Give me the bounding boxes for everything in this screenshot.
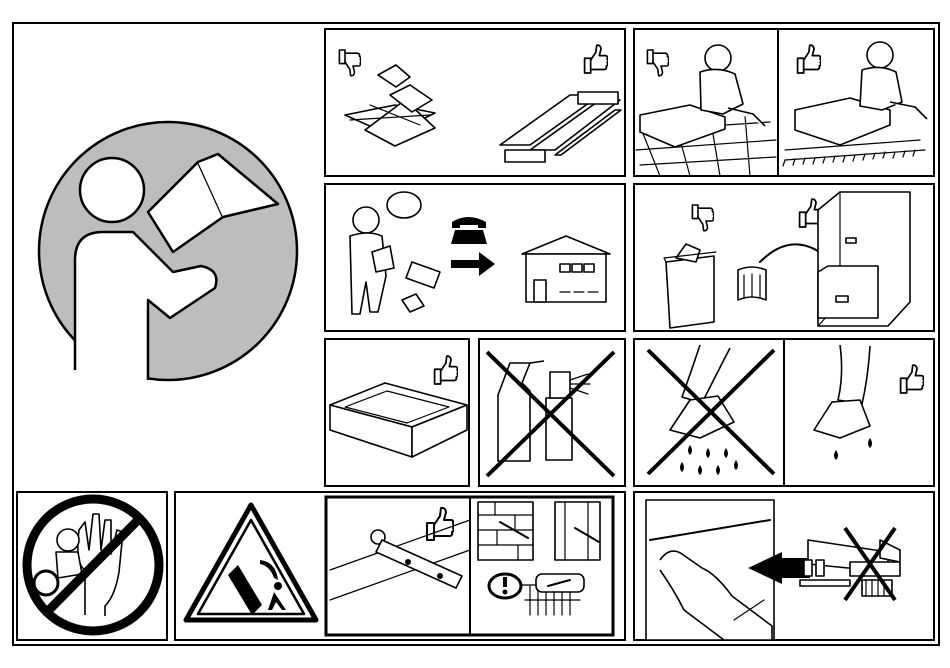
no-children-icon — [27, 499, 159, 631]
hand-opening-box-icon — [646, 500, 810, 640]
worker-on-carpet-icon — [783, 42, 927, 166]
read-manual-panel — [39, 122, 297, 380]
manual-book-icon — [738, 267, 766, 300]
wall-bracket-icon — [330, 508, 470, 600]
thumbs-up-icon — [427, 508, 454, 540]
filing-cabinet-icon — [818, 192, 910, 326]
thumbs-down-icon — [339, 50, 361, 76]
damp-cloth-icon — [814, 345, 872, 460]
worker-thinking-icon — [350, 192, 440, 314]
tip-over-wall-panel — [175, 492, 625, 640]
floor-assembly-panel — [634, 29, 934, 176]
torn-cardboard-icon — [345, 65, 435, 146]
tip-over-warning-icon — [186, 505, 316, 620]
thumbs-up-icon — [585, 45, 608, 73]
attention-icon — [489, 574, 521, 598]
tray-panel — [325, 339, 469, 486]
thumbs-up-icon — [901, 365, 924, 393]
wet-cloth-crossed-icon — [648, 345, 774, 475]
arrow-right-icon — [451, 252, 495, 276]
store-building-icon — [522, 236, 610, 302]
thumbs-down-icon — [692, 205, 714, 231]
spray-bottle-crossed-icon — [487, 352, 614, 476]
telephone-icon — [451, 217, 487, 244]
unpacking-panel — [325, 29, 625, 176]
thumbs-down-icon — [647, 50, 669, 76]
wiping-panel — [634, 339, 934, 486]
children-panel — [17, 492, 167, 640]
missing-parts-panel — [325, 184, 625, 331]
stacked-boards-icon — [500, 92, 621, 162]
worker-on-tiles-icon — [636, 45, 776, 176]
wall-types-icon — [478, 502, 600, 615]
thumbs-up-icon — [435, 356, 458, 384]
thumbs-up-icon — [798, 45, 821, 73]
cutting-panel — [634, 492, 934, 640]
keep-manual-panel — [634, 184, 934, 331]
tray-icon — [330, 383, 467, 457]
cleaning-agents-panel — [479, 339, 625, 486]
knife-crossed-icon — [800, 528, 900, 600]
trash-bin-icon — [664, 244, 716, 328]
